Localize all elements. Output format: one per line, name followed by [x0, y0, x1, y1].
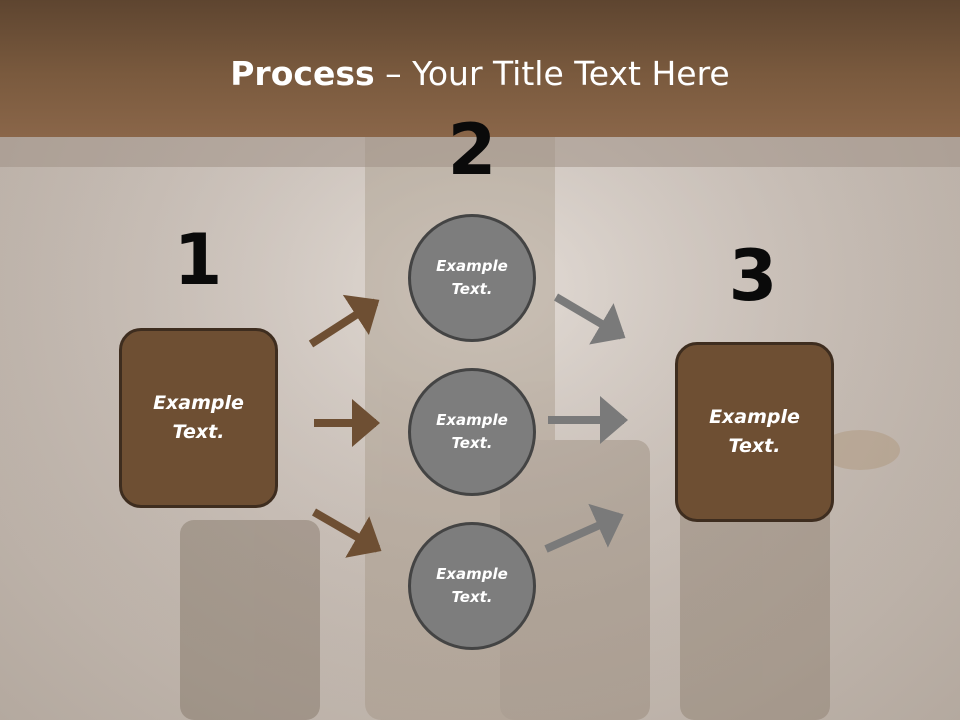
step-number-3: 3 — [728, 235, 778, 317]
step-1-box: Example Text. — [119, 328, 278, 508]
arrow-1-to-2-top — [308, 294, 380, 348]
title-rest: – Your Title Text Here — [374, 54, 730, 93]
arrow-2-bottom-to-3 — [544, 503, 624, 553]
step-2-circle-bottom: Example Text. — [408, 522, 536, 650]
header-band — [0, 137, 960, 167]
arrow-2-top-to-3 — [553, 293, 626, 345]
step-number-1: 1 — [173, 219, 223, 301]
step-3-box: Example Text. — [675, 342, 834, 522]
title-bold: Process — [230, 54, 375, 93]
header-bar — [0, 0, 960, 137]
step-2-circle-top: Example Text. — [408, 214, 536, 342]
arrow-1-to-2-bottom — [311, 508, 382, 558]
step-number-2: 2 — [447, 109, 497, 191]
slide-title: Process – Your Title Text Here — [0, 52, 960, 96]
step-2-circle-middle: Example Text. — [408, 368, 536, 496]
